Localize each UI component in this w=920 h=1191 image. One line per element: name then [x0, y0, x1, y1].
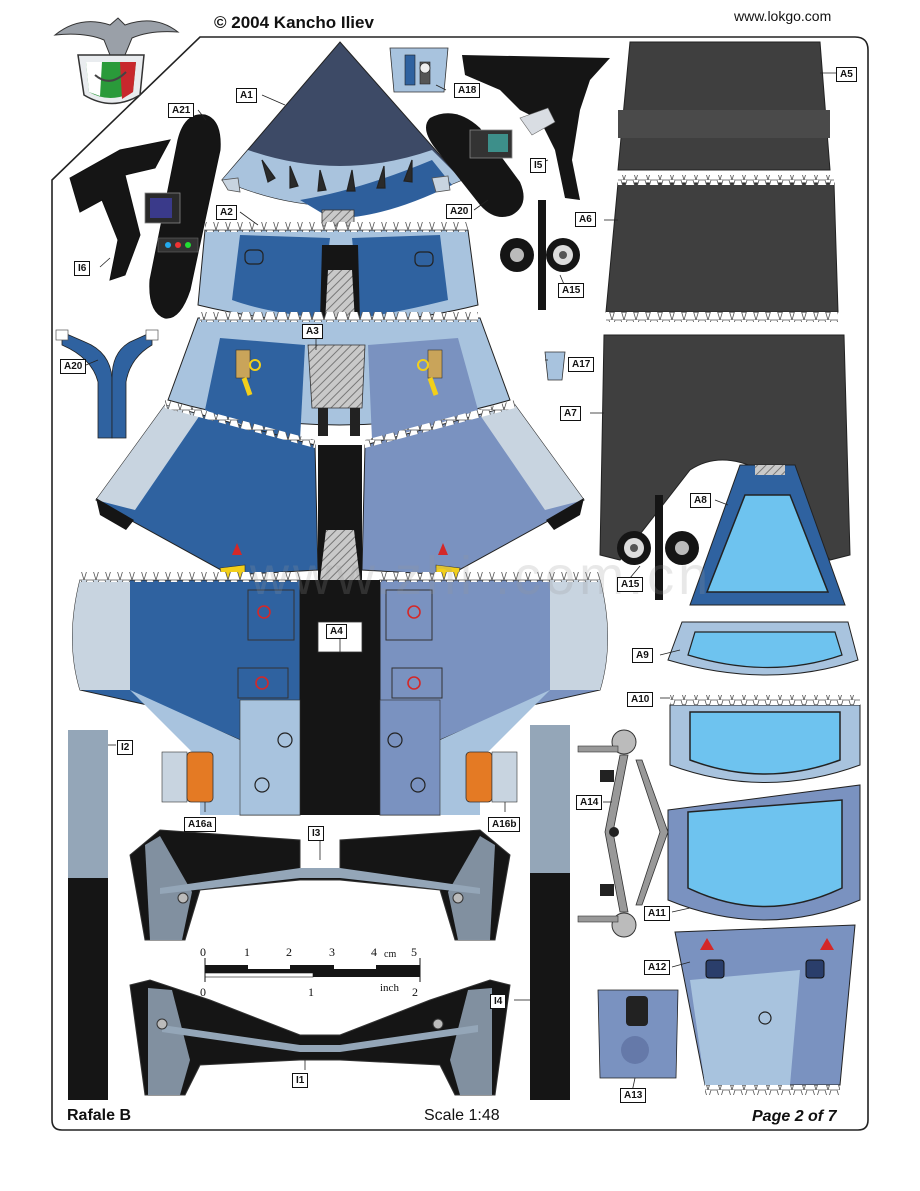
label-a7: A7 [560, 406, 581, 421]
label-a13: A13 [620, 1088, 647, 1103]
label-a20-upper: A20 [446, 204, 473, 219]
part-a18 [389, 47, 449, 93]
part-a6 [605, 175, 839, 322]
label-a16b: A16b [488, 817, 521, 832]
model-name: Rafale B [67, 1107, 132, 1124]
label-a14: A14 [576, 795, 603, 810]
watermark-text: www.zhi .com.cn [250, 546, 713, 606]
part-i1 [129, 979, 511, 1096]
label-i4: I4 [490, 994, 507, 1009]
part-i6 [69, 139, 171, 281]
label-i2: I2 [117, 740, 134, 755]
label-a15-upper: A15 [558, 283, 585, 298]
part-a14-gear [577, 729, 669, 938]
website-url: www.lokgo.com [734, 8, 832, 24]
part-a2-fuselage [197, 222, 479, 323]
label-i6: I6 [74, 261, 91, 276]
ruler-cm-tick: 0 [200, 945, 206, 959]
part-a12 [674, 924, 856, 1095]
label-a1: A1 [236, 88, 257, 103]
sheet-border [51, 36, 869, 1131]
part-a16a [161, 751, 214, 803]
part-a11 [667, 784, 861, 921]
part-a4-wings [72, 572, 608, 816]
part-a15-lower [617, 495, 699, 600]
part-a3-fuselage [167, 312, 511, 440]
part-a17 [544, 351, 566, 381]
part-i4 [530, 725, 570, 1100]
leader-lines [85, 72, 838, 1093]
label-a9: A9 [632, 648, 653, 663]
ruler-inch-tick: 2 [412, 985, 418, 999]
part-a16b [465, 751, 518, 803]
label-a18: A18 [454, 83, 481, 98]
label-a11: A11 [644, 906, 670, 921]
label-a2: A2 [216, 205, 237, 220]
ruler-cm-tick: 2 [286, 945, 292, 959]
copyright-text: © 2004 Kancho Iliev [214, 13, 374, 32]
label-a12: A12 [644, 960, 671, 975]
label-a4: A4 [326, 624, 347, 639]
ruler-inch-label: inch [380, 982, 399, 994]
part-i3 [129, 829, 511, 941]
ruler-inch-tick: 0 [200, 985, 206, 999]
label-a10: A10 [627, 692, 654, 707]
label-a8: A8 [690, 493, 711, 508]
part-a21-panel [144, 114, 221, 319]
part-a9 [667, 621, 859, 676]
part-a13 [597, 989, 679, 1079]
part-a20-upper [426, 113, 524, 218]
label-a15-lower: A15 [617, 577, 644, 592]
label-i1: I1 [292, 1073, 309, 1088]
ruler-cm-tick: 3 [329, 945, 335, 959]
part-intakes [95, 400, 585, 591]
label-a21: A21 [168, 103, 195, 118]
part-a20-left [55, 329, 159, 439]
part-a1-nose [221, 41, 463, 227]
scale-text: Scale 1:48 [424, 1107, 500, 1124]
ruler-inch-tick: 1 [308, 985, 314, 999]
part-a10 [669, 695, 861, 783]
logo-emblem [53, 17, 180, 105]
ruler-cm-tick: 4 [371, 945, 377, 959]
label-a17: A17 [568, 357, 595, 372]
part-a8-canopy [689, 464, 846, 606]
label-a5: A5 [836, 67, 857, 82]
page-number: Page 2 of 7 [752, 1108, 837, 1125]
ruler-cm-tick: 5 [411, 945, 417, 959]
label-i5: I5 [530, 158, 547, 173]
label-a20-left: A20 [60, 359, 87, 374]
label-a16a: A16a [184, 817, 216, 832]
label-a6: A6 [575, 212, 596, 227]
part-a5 [617, 41, 831, 171]
part-a15-upper [500, 200, 580, 310]
label-i3: I3 [308, 826, 325, 841]
ruler-cm-label: cm [384, 949, 397, 960]
ruler-cm-tick: 1 [244, 945, 250, 959]
part-i2 [68, 730, 108, 1100]
scale-ruler [204, 958, 421, 982]
label-a3: A3 [302, 324, 323, 339]
part-i5 [462, 55, 610, 200]
